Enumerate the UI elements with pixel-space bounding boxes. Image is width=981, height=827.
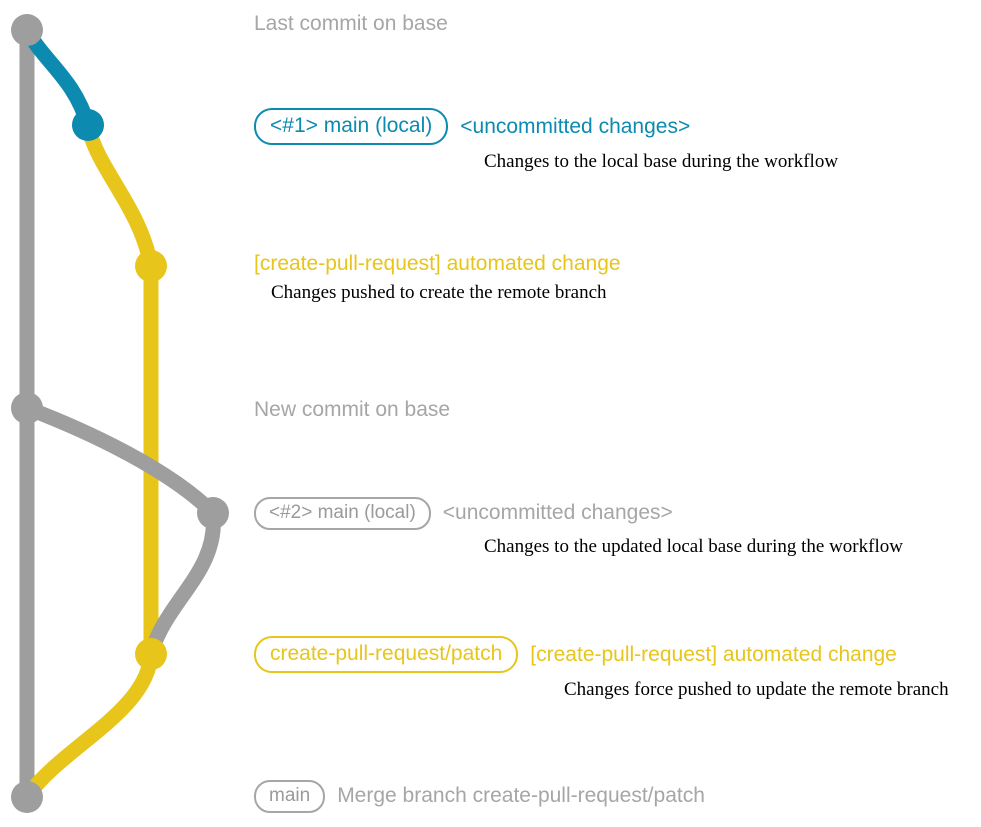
ref-badge-create-pull-request-patch[interactable]: create-pull-request/patch	[254, 636, 519, 674]
commit-description-automated-change-2: Changes force pushed to update the remot…	[564, 679, 949, 701]
row-local-change-2: <#2> main (local) <uncommitted changes> …	[254, 497, 903, 558]
row-merge-commit: main Merge branch create-pull-request/pa…	[254, 780, 705, 813]
commit-node-local-change-2	[197, 497, 229, 529]
commit-node-last-commit-on-base	[11, 14, 43, 46]
commit-node-merge-commit	[11, 781, 43, 813]
commit-subject-last-commit-on-base: Last commit on base	[254, 12, 448, 35]
commit-subject-merge-commit: Merge branch create-pull-request/patch	[337, 784, 705, 808]
edge-base-to-local2	[19, 400, 221, 521]
commit-subject-automated-change-2: [create-pull-request] automated change	[530, 642, 897, 666]
commit-description-local-change-1: Changes to the local base during the wor…	[484, 151, 839, 173]
commit-description-local-change-2: Changes to the updated local base during…	[484, 535, 903, 557]
headline-automated-change-1: [create-pull-request] automated change	[254, 252, 621, 276]
ref-badge-main-local-1[interactable]: <#1> main (local)	[254, 108, 449, 146]
commit-description-automated-change-1: Changes pushed to create the remote bran…	[271, 282, 607, 303]
commit-node-automated-change-2	[135, 638, 167, 670]
commit-subject-automated-change-1: [create-pull-request] automated change	[254, 252, 621, 275]
commit-subject-local-change-2: <uncommitted changes>	[442, 501, 673, 525]
row-local-change-1: <#1> main (local) <uncommitted changes> …	[254, 108, 838, 173]
headline-local-change-2: <#2> main (local) <uncommitted changes>	[254, 497, 903, 530]
edge-local1-to-patch1	[80, 117, 159, 274]
commit-node-local-change-1	[72, 109, 104, 141]
ref-badge-main[interactable]: main	[254, 780, 326, 813]
row-automated-change-1: [create-pull-request] automated change C…	[254, 252, 621, 304]
row-last-commit-on-base: Last commit on base	[254, 12, 448, 36]
row-new-commit-on-base: New commit on base	[254, 398, 450, 422]
edge-local2-to-patch2	[143, 505, 221, 662]
commit-subject-local-change-1: <uncommitted changes>	[460, 114, 691, 138]
ref-badge-main-local-2[interactable]: <#2> main (local)	[254, 497, 431, 530]
commit-node-automated-change-1	[135, 250, 167, 282]
commit-subject-new-commit-on-base: New commit on base	[254, 398, 451, 421]
row-automated-change-2: create-pull-request/patch [create-pull-r…	[254, 636, 949, 701]
edge-patch2-to-merge	[19, 646, 159, 805]
edge-base-to-local1	[19, 22, 96, 133]
headline-local-change-1: <#1> main (local) <uncommitted changes>	[254, 108, 838, 146]
headline-automated-change-2: create-pull-request/patch [create-pull-r…	[254, 636, 949, 674]
commit-node-new-commit-on-base	[11, 392, 43, 424]
